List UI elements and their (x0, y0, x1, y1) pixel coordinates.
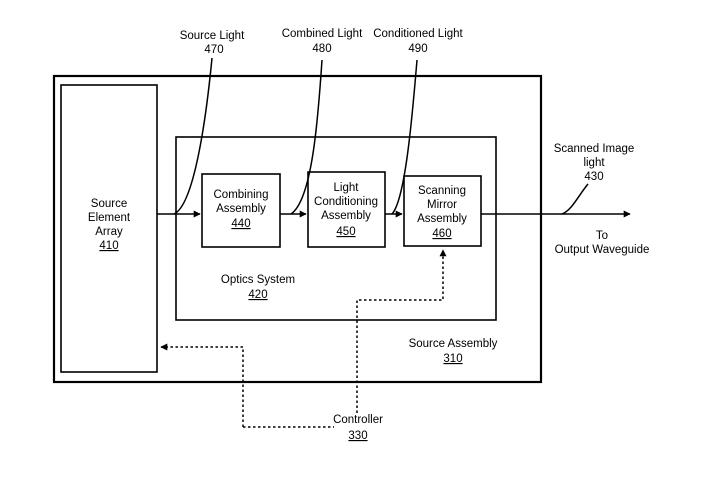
source-element-array-line3: Array (95, 226, 123, 238)
leader-combined-light (290, 59, 323, 215)
light-conditioning-line1: Light (334, 182, 360, 194)
combined-light-name: Combined Light (282, 28, 363, 40)
light-conditioning-line2: Conditioning (314, 196, 378, 208)
optics-system-name: Optics System (221, 274, 295, 286)
controller-ref: 330 (348, 430, 367, 442)
combined-light-ref: 480 (312, 43, 331, 55)
leader-conditioned-light (391, 59, 418, 215)
source-light-ref: 470 (204, 44, 223, 56)
source-element-array-line1: Source (91, 198, 127, 210)
source-element-array-ref: 410 (99, 240, 118, 252)
light-conditioning-line3: Assembly (321, 210, 371, 222)
controller-link-to-scanning-mirror (356, 249, 447, 413)
conditioned-light-name: Conditioned Light (373, 28, 463, 40)
scanning-mirror-line3: Assembly (417, 213, 467, 225)
light-conditioning-assembly-box (307, 171, 386, 248)
scanning-mirror-line2: Mirror (427, 199, 457, 211)
scanning-mirror-assembly-box (403, 175, 482, 247)
output-line2: Output Waveguide (555, 244, 650, 256)
source-assembly-ref: 310 (443, 353, 462, 365)
combining-assembly-line2: Assembly (216, 203, 266, 215)
source-element-array-box (60, 84, 158, 373)
combining-assembly-box (201, 173, 281, 248)
scanning-mirror-line1: Scanning (418, 185, 466, 197)
source-element-array-line2: Element (88, 212, 131, 224)
combining-assembly-line1: Combining (214, 189, 269, 201)
scanned-image-light-ref: 430 (584, 171, 603, 183)
source-assembly-box (52, 74, 543, 384)
controller-link-to-array (160, 343, 244, 427)
combining-assembly-ref: 440 (231, 218, 250, 230)
source-light-name: Source Light (180, 30, 245, 42)
output-line1: To (596, 230, 608, 242)
scanning-mirror-ref: 460 (432, 228, 451, 240)
leader-source-light (173, 57, 213, 215)
controller-name: Controller (333, 414, 383, 426)
scanned-image-light-line1: Scanned Image (554, 143, 635, 155)
conditioned-light-ref: 490 (408, 43, 427, 55)
optics-system-ref: 420 (248, 289, 267, 301)
source-assembly-name: Source Assembly (409, 338, 498, 350)
scanned-image-light-line2: light (583, 157, 605, 169)
leader-scanned-image-light (561, 183, 589, 215)
light-conditioning-ref: 450 (336, 226, 355, 238)
